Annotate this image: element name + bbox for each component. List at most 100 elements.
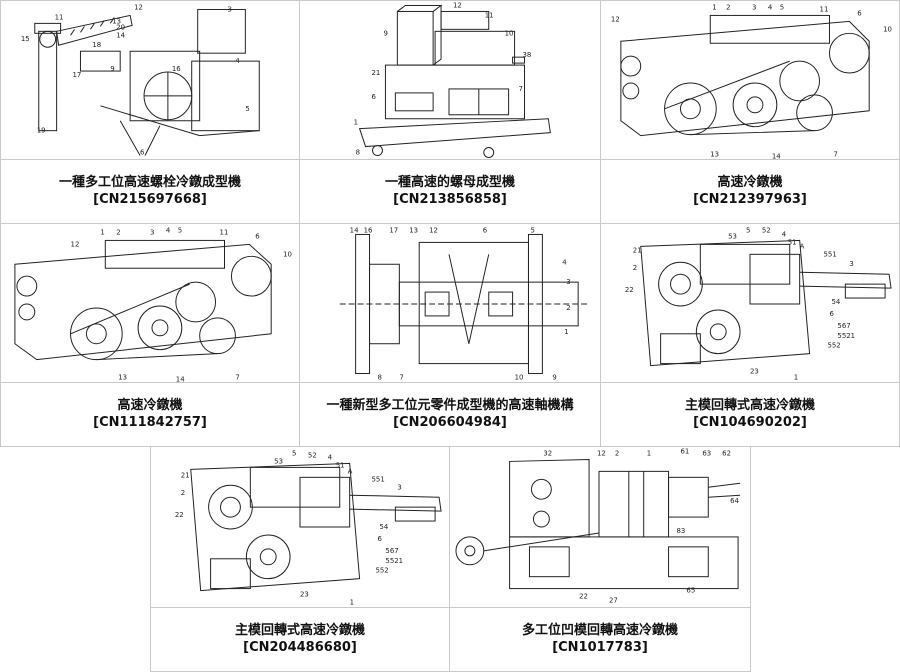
- label: 6: [377, 535, 381, 543]
- patent-number: [CN206604984]: [393, 415, 507, 430]
- label: 1: [794, 373, 798, 381]
- label: 3: [752, 3, 756, 11]
- patent-title: 高速冷鐓機: [117, 398, 183, 413]
- label: 27: [609, 596, 618, 604]
- patent-title: 高速冷鐓機: [717, 175, 783, 190]
- patent-card-2: 12 11 10 9 38 21 6 7 1 8 一種高速的螺母成型機 [CN2…: [299, 0, 601, 224]
- label: 5521: [837, 332, 855, 340]
- label: 7: [519, 85, 523, 93]
- label: 552: [827, 342, 840, 350]
- patent-caption-7: 主模回轉式高速冷鐓機 [CN204486680]: [151, 608, 449, 671]
- patent-drawing-6: 53 5 52 4 51 A 551 3 21 2 22 54 6 567 55…: [601, 224, 899, 383]
- label: 551: [824, 250, 837, 258]
- label: 7: [399, 373, 403, 381]
- label: 10: [283, 250, 292, 258]
- label: 6: [857, 9, 861, 17]
- patent-card-4: 12 1 2 3 4 5 11 6 10 13 14 7 高速冷鐓機 [CN11…: [0, 223, 300, 447]
- label: 6: [483, 226, 487, 234]
- patent-caption-5: 一種新型多工位元零件成型機的高速軸機構 [CN206604984]: [300, 383, 600, 446]
- patent-title: 一種高速的螺母成型機: [384, 175, 515, 190]
- patent-title: 一種多工位高速螺栓冷鐓成型機: [58, 175, 241, 190]
- label: 4: [562, 258, 567, 266]
- patent-card-5: 14 16 17 13 12 6 5 4 3 2 1 8 7 10 9 一種新型…: [299, 223, 601, 447]
- label: 1: [564, 328, 568, 336]
- label: 16: [364, 226, 373, 234]
- label: A: [348, 467, 353, 475]
- patent-card-1: 11 12 13 14 15 16 17 18 19 20 3 4 5 6 9 …: [0, 0, 300, 224]
- label: 14: [350, 226, 359, 234]
- patent-card-6: 53 5 52 4 51 A 551 3 21 2 22 54 6 567 55…: [600, 223, 900, 447]
- patent-number: [CN213856858]: [393, 192, 507, 207]
- label: 14: [772, 152, 781, 159]
- label: 551: [372, 475, 385, 483]
- label: 3: [566, 278, 570, 286]
- label: 13: [409, 226, 418, 234]
- label: 7: [833, 150, 837, 158]
- label: 4: [768, 3, 773, 11]
- label: 54: [379, 523, 388, 531]
- label: 8: [356, 149, 360, 157]
- label: 2: [726, 3, 730, 11]
- label: 12: [429, 226, 438, 234]
- patent-title: 一種新型多工位元零件成型機的高速軸機構: [326, 398, 574, 413]
- label: 5: [746, 226, 750, 234]
- label: 12: [597, 449, 606, 457]
- patent-number: [CN111842757]: [93, 415, 207, 430]
- label: 7: [235, 373, 239, 381]
- label: 38: [523, 51, 532, 59]
- label: 1: [350, 598, 354, 606]
- label: 9: [110, 65, 114, 73]
- patent-number: [CN215697668]: [93, 192, 207, 207]
- label: 21: [633, 246, 642, 254]
- patent-caption-4: 高速冷鐓機 [CN111842757]: [1, 383, 299, 446]
- label: 11: [485, 11, 494, 19]
- patent-drawing-1: 11 12 13 14 15 16 17 18 19 20 3 4 5 6 9: [1, 1, 299, 160]
- label: 10: [505, 29, 514, 37]
- patent-caption-2: 一種高速的螺母成型機 [CN213856858]: [300, 160, 600, 223]
- label: 8: [377, 373, 381, 381]
- label: A: [800, 242, 805, 250]
- label: 6: [829, 310, 833, 318]
- label: 10: [515, 373, 524, 381]
- patent-title: 多工位凹模回轉高速冷鐓機: [521, 623, 678, 638]
- label: 53: [274, 457, 283, 465]
- patent-drawing-8: 32 12 2 1 61 63 62 64 83 27 65 22: [450, 447, 750, 608]
- label: 11: [55, 13, 64, 21]
- label: 2: [615, 449, 619, 457]
- label: 13: [710, 150, 719, 158]
- patent-caption-1: 一種多工位高速螺栓冷鐓成型機 [CN215697668]: [1, 160, 299, 223]
- label: 4: [328, 453, 333, 461]
- patent-number: [CN1017783]: [552, 640, 648, 655]
- label: 22: [625, 286, 634, 294]
- label: 51: [336, 461, 345, 469]
- patent-drawing-7: 53 5 52 4 51 A 551 3 21 2 22 54 6 567 55…: [151, 447, 449, 608]
- patent-card-8: 32 12 2 1 61 63 62 64 83 27 65 22 多工位凹模回…: [449, 446, 751, 672]
- label: 3: [227, 5, 231, 13]
- patent-drawing-5: 14 16 17 13 12 6 5 4 3 2 1 8 7 10 9: [300, 224, 600, 383]
- label: 12: [611, 15, 620, 23]
- label: 23: [750, 368, 759, 376]
- label: 5: [530, 226, 534, 234]
- patent-number: [CN212397963]: [693, 192, 807, 207]
- label: 15: [21, 35, 30, 43]
- label: 12: [134, 3, 143, 11]
- label: 552: [375, 567, 388, 575]
- label: 4: [166, 226, 171, 234]
- patent-number: [CN104690202]: [693, 415, 807, 430]
- label: 9: [383, 29, 387, 37]
- label: 22: [175, 511, 184, 519]
- label: 83: [676, 527, 685, 535]
- patent-title: 主模回轉式高速冷鐓機: [234, 623, 365, 638]
- label: 53: [728, 232, 737, 240]
- label: 65: [686, 587, 695, 595]
- label: 17: [73, 71, 82, 79]
- label: 9: [552, 373, 556, 381]
- label: 6: [140, 148, 144, 156]
- patent-drawing-2: 12 11 10 9 38 21 6 7 1 8: [300, 1, 600, 160]
- label: 32: [543, 449, 552, 457]
- label: 13: [112, 17, 121, 25]
- label: 16: [172, 65, 181, 73]
- patent-drawing-3: 12 1 2 3 4 5 11 6 10 13 14 7: [601, 1, 899, 160]
- label: 2: [633, 264, 637, 272]
- label: 3: [849, 260, 853, 268]
